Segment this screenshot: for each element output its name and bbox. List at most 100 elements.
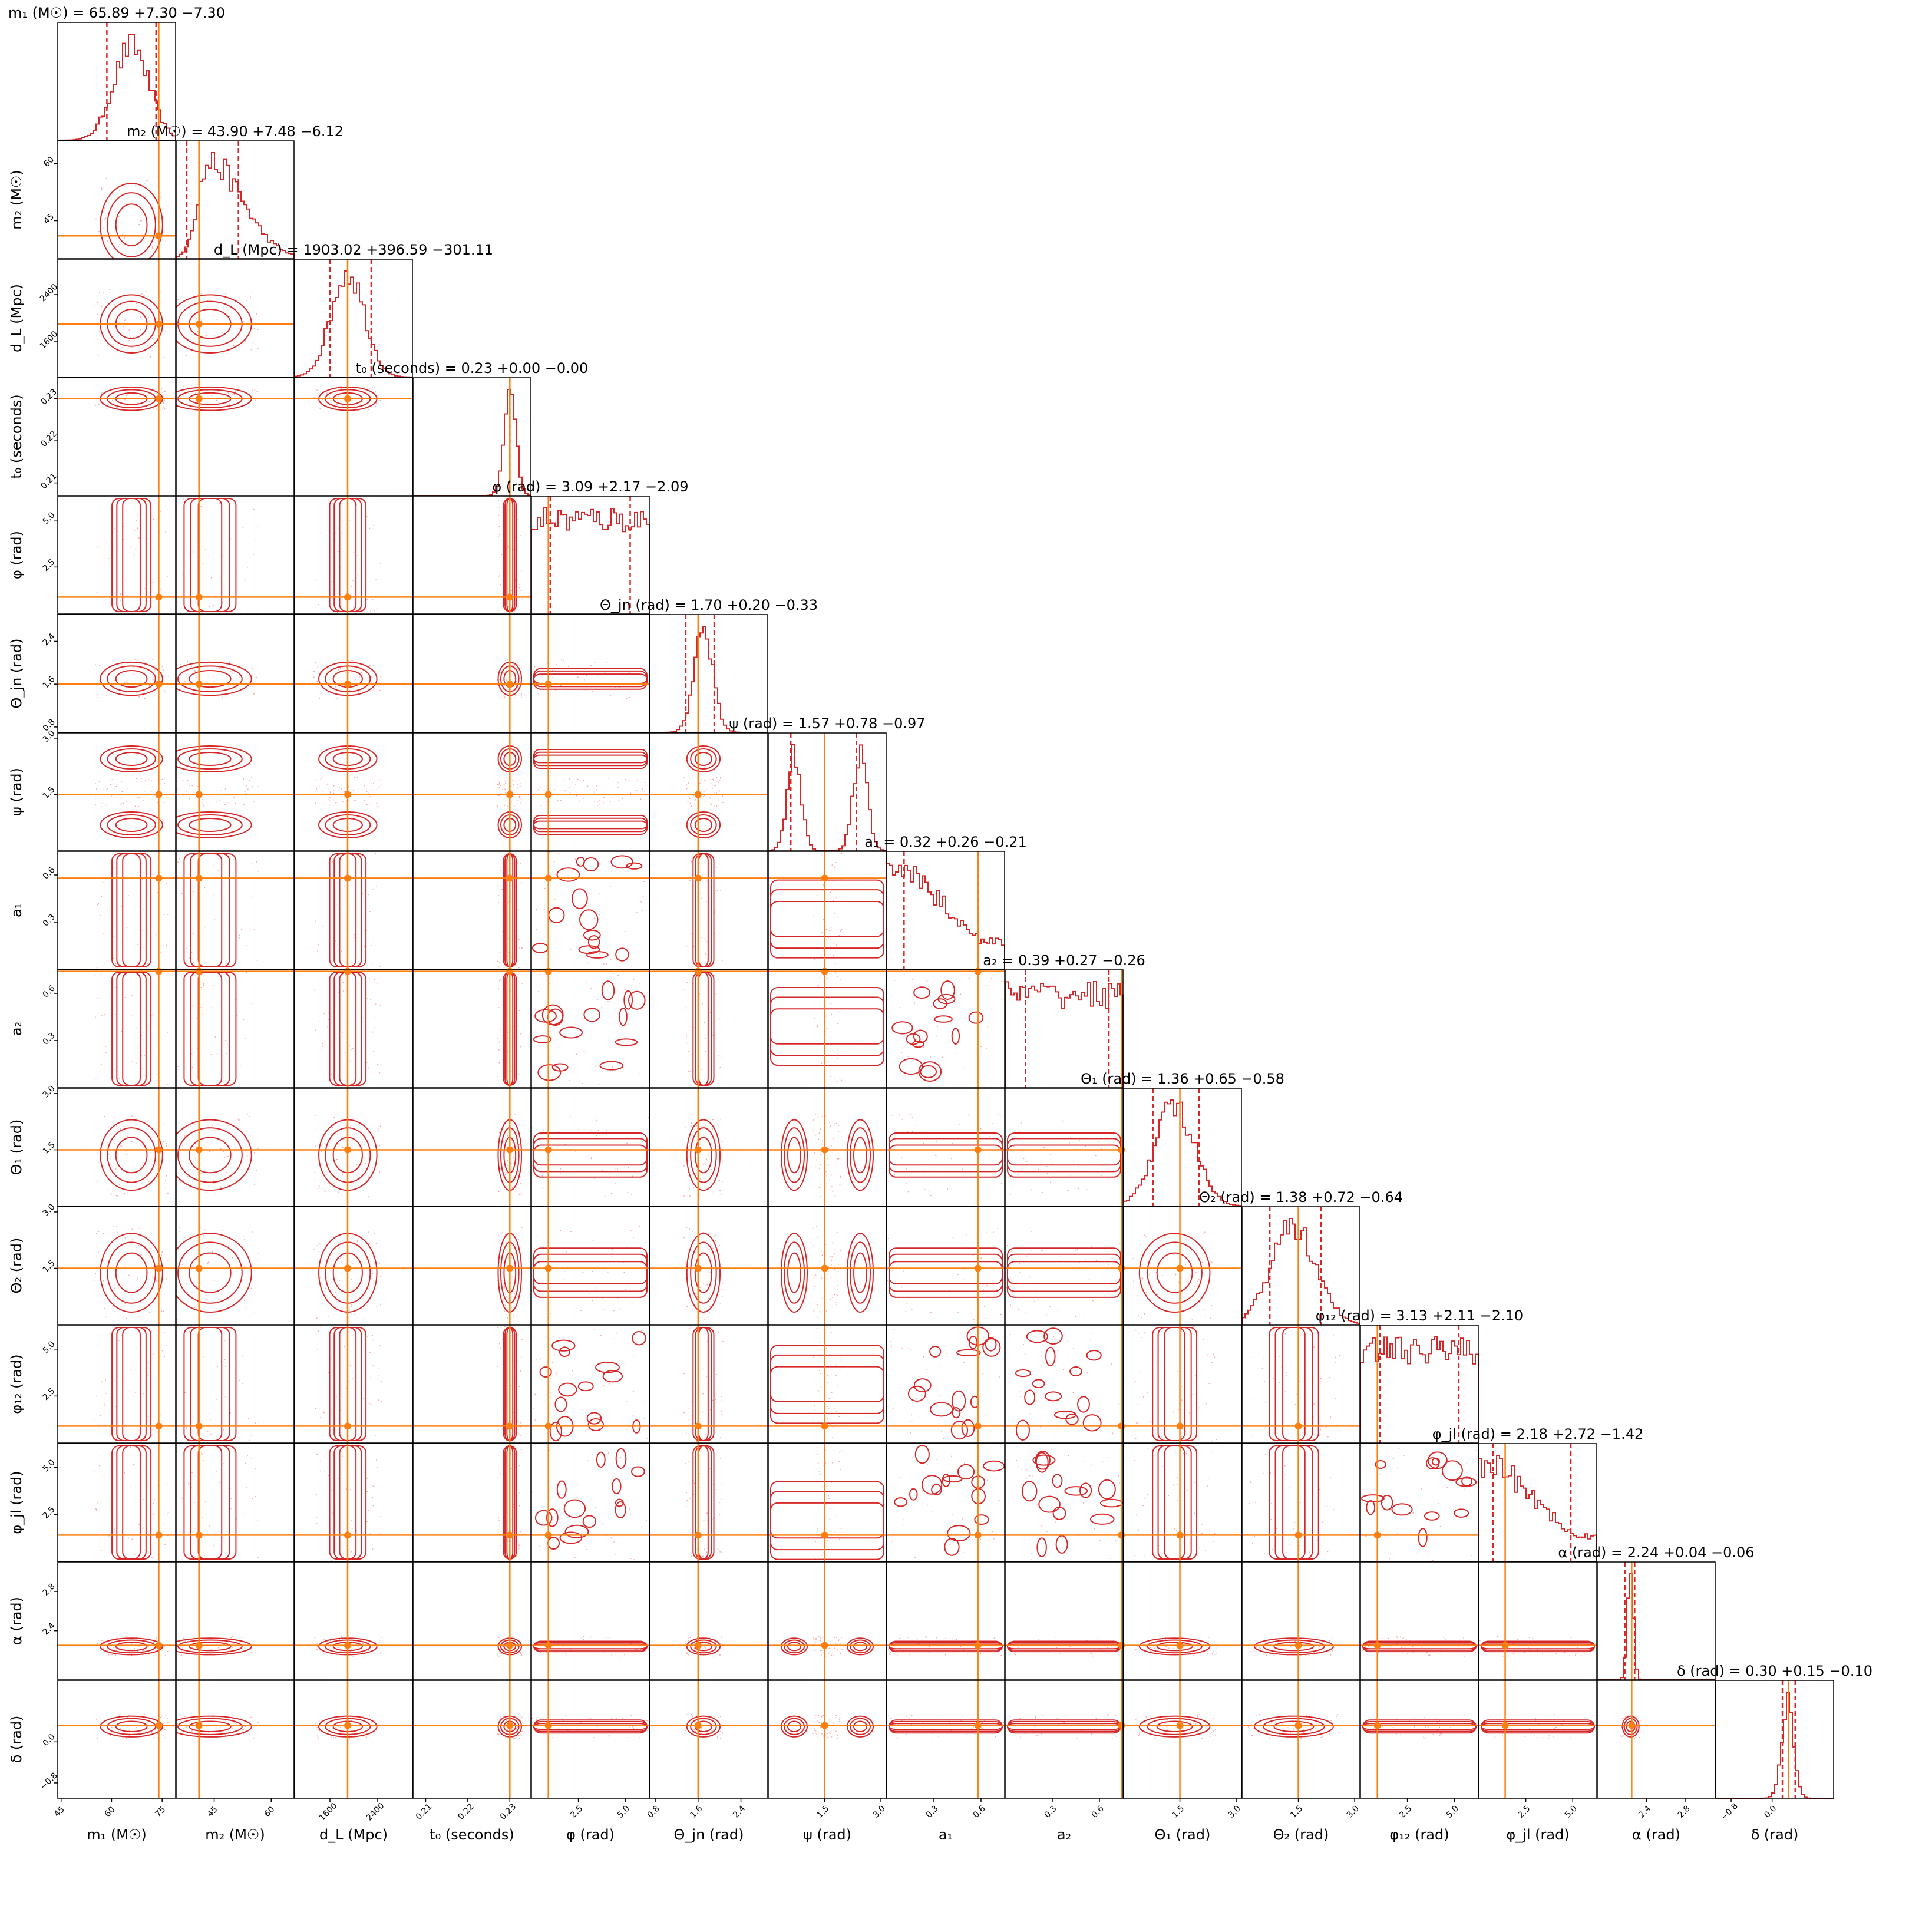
sample-dot — [223, 1429, 224, 1431]
contour-band — [770, 987, 884, 1066]
sample-dot — [709, 1468, 711, 1469]
sample-dot — [818, 1138, 820, 1140]
sample-dot — [684, 989, 686, 990]
contour-a1-psi — [768, 851, 887, 970]
contour-level-0 — [115, 752, 148, 766]
ytick-label: 0.22 — [39, 430, 58, 449]
contour-alpha-m2 — [176, 1561, 295, 1680]
sample-dot — [683, 1412, 685, 1414]
sample-dot — [196, 677, 197, 679]
sample-dot — [101, 1015, 103, 1016]
sample-dot — [828, 1495, 830, 1497]
sample-dot — [507, 1051, 509, 1052]
sample-dot — [1187, 1349, 1189, 1350]
contour-blob — [582, 1515, 597, 1528]
sample-dot — [704, 938, 706, 940]
ytick-label: 2.4 — [41, 1621, 57, 1637]
sample-dot — [829, 1180, 830, 1181]
sample-dot — [138, 537, 140, 539]
sample-dot — [1150, 1421, 1151, 1422]
sample-dot — [182, 1647, 184, 1649]
sample-dot — [230, 671, 232, 672]
sample-dot — [247, 788, 249, 790]
sample-dot — [136, 1118, 137, 1119]
sample-dot — [327, 1189, 329, 1191]
sample-dot — [497, 1468, 499, 1470]
sample-dot — [720, 879, 722, 881]
sample-dot — [213, 865, 214, 867]
panel-frame — [531, 851, 650, 970]
sample-dot — [506, 796, 507, 798]
sample-dot — [513, 1255, 515, 1257]
sample-dot — [118, 216, 120, 217]
ytick-label: 0.23 — [39, 387, 58, 407]
sample-dot — [124, 399, 126, 401]
sample-dot — [166, 394, 168, 396]
sample-dot — [1154, 1351, 1156, 1353]
sample-dot — [901, 1157, 903, 1159]
panel-frame — [412, 732, 531, 851]
sample-dot — [370, 1403, 372, 1405]
sample-dot — [602, 1474, 604, 1476]
sample-dot — [109, 779, 111, 781]
sample-dot — [707, 1153, 709, 1154]
truth-marker — [544, 681, 552, 688]
sample-dot — [153, 408, 154, 410]
sample-dot — [1033, 1300, 1035, 1302]
sample-dot — [521, 693, 523, 695]
sample-dot — [587, 785, 589, 787]
sample-dot — [317, 666, 319, 668]
sample-dot — [841, 1450, 843, 1452]
sample-dot — [1117, 1259, 1119, 1260]
hist-step-theta1 — [1123, 1099, 1242, 1207]
sample-dot — [209, 606, 210, 607]
panel-frame — [1005, 1206, 1124, 1325]
sample-dot — [379, 1171, 381, 1173]
sample-dot — [716, 1402, 718, 1404]
sample-dot — [951, 1455, 952, 1457]
sample-dot — [244, 1239, 246, 1240]
sample-dot — [625, 1289, 626, 1290]
contour-blob — [918, 1061, 942, 1082]
sample-dot — [1053, 1336, 1055, 1337]
sample-dot — [638, 682, 640, 683]
contour-a2-a1 — [886, 967, 1005, 1088]
sample-dot — [112, 1166, 113, 1168]
sample-dot — [560, 659, 562, 661]
truth-marker — [1294, 1531, 1302, 1539]
sample-dot — [119, 1226, 121, 1228]
sample-dot — [987, 1296, 989, 1297]
sample-dot — [378, 1368, 380, 1369]
sample-dot — [1052, 1252, 1054, 1254]
panel-title-m2: m₂ (M☉) = 43.90 +7.48 −6.12 — [127, 123, 344, 140]
contour-theta2-m2 — [176, 1206, 295, 1325]
sample-dot — [511, 1307, 512, 1308]
sample-dot — [332, 503, 334, 504]
sample-dot — [143, 1527, 144, 1529]
contour-band — [1007, 1261, 1121, 1284]
sample-dot — [256, 313, 257, 315]
sample-dot — [830, 1299, 831, 1300]
sample-dot — [329, 800, 331, 802]
sample-dot — [710, 778, 712, 780]
sample-dot — [568, 787, 570, 788]
sample-dot — [894, 980, 896, 981]
sample-dot — [560, 1230, 562, 1231]
sample-dot — [507, 805, 508, 807]
sample-dot — [1178, 1409, 1180, 1411]
sample-dot — [371, 790, 373, 791]
sample-dot — [602, 802, 604, 804]
sample-dot — [315, 1029, 316, 1031]
sample-dot — [335, 1382, 337, 1384]
sample-dot — [1178, 1282, 1180, 1283]
sample-dot — [1139, 1371, 1141, 1372]
contour-blob — [1035, 1450, 1051, 1470]
sample-dot — [814, 1073, 816, 1075]
sample-dot — [709, 1409, 711, 1411]
contour-level-1 — [690, 748, 717, 770]
sample-dot — [1075, 1263, 1077, 1265]
sample-dot — [1185, 1264, 1186, 1266]
sample-dot — [688, 795, 690, 797]
sample-dot — [138, 1524, 140, 1525]
sample-dot — [127, 682, 129, 684]
